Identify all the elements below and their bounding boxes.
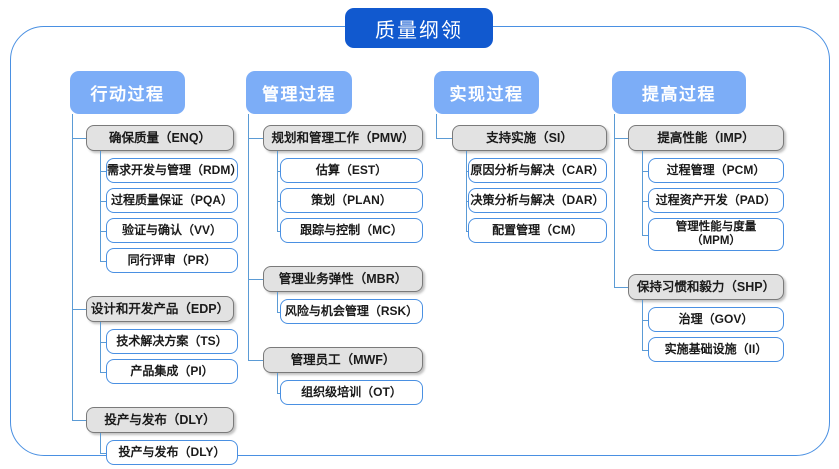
group-box-支持实施-SI-: 支持实施（SI） bbox=[452, 125, 607, 151]
connector-group-to-leaf bbox=[100, 341, 106, 343]
connector-group-to-leaf bbox=[277, 200, 280, 202]
connector-group-to-leaf bbox=[642, 234, 648, 236]
leaf-box-1: 过程质量保证（PQA） bbox=[106, 188, 238, 213]
leaf-box-0: 原因分析与解决（CAR） bbox=[468, 158, 607, 183]
connector-group-vertical bbox=[277, 151, 278, 231]
leaf-box-1: 产品集成（PI） bbox=[106, 359, 238, 384]
leaf-box-2: 管理性能与度量（MPM） bbox=[648, 218, 784, 251]
connector-group-vertical bbox=[100, 433, 101, 453]
connector-group-to-leaf bbox=[642, 170, 648, 172]
connector-group-to-leaf bbox=[277, 311, 280, 313]
connector-group-to-leaf bbox=[100, 371, 106, 373]
leaf-box-2: 跟踪与控制（MC） bbox=[280, 218, 423, 243]
connector-group-to-leaf bbox=[100, 230, 106, 232]
connector-trunk-to-group bbox=[614, 287, 628, 288]
connector-group-vertical bbox=[642, 151, 643, 235]
connector-trunk-to-group bbox=[248, 279, 263, 280]
connector-group-vertical bbox=[642, 300, 643, 350]
connector-trunk-to-group bbox=[72, 309, 86, 310]
connector-group-vertical bbox=[100, 322, 101, 372]
connector-column-trunk bbox=[248, 114, 249, 360]
column-header-3: 实现过程 bbox=[434, 71, 539, 114]
connector-group-to-leaf bbox=[466, 230, 468, 232]
connector-group-to-leaf bbox=[100, 170, 106, 172]
leaf-box-0: 治理（GOV） bbox=[648, 307, 784, 332]
group-box-提高性能-IMP-: 提高性能（IMP） bbox=[628, 125, 784, 151]
connector-trunk-to-group bbox=[72, 138, 86, 139]
leaf-box-1: 过程资产开发（PAD） bbox=[648, 188, 784, 213]
connector-group-to-leaf bbox=[277, 170, 280, 172]
leaf-box-0: 技术解决方案（TS） bbox=[106, 329, 238, 354]
connector-trunk-to-group bbox=[248, 360, 263, 361]
connector-group-vertical bbox=[277, 292, 278, 312]
connector-group-vertical bbox=[277, 373, 278, 393]
leaf-box-0: 风险与机会管理（RSK） bbox=[280, 299, 423, 324]
connector-trunk-to-group bbox=[72, 420, 86, 421]
connector-group-to-leaf bbox=[642, 319, 648, 321]
connector-group-to-leaf bbox=[277, 392, 280, 394]
connector-column-trunk bbox=[614, 114, 615, 287]
group-box-规划和管理工作-PMW-: 规划和管理工作（PMW） bbox=[263, 125, 423, 151]
root-node-quality-program: 质量纲领 bbox=[345, 8, 493, 48]
group-box-保持习惯和毅力-SHP-: 保持习惯和毅力（SHP） bbox=[628, 274, 784, 300]
connector-column-trunk bbox=[72, 114, 73, 420]
leaf-box-1: 决策分析与解决（DAR） bbox=[468, 188, 607, 213]
group-box-投产与发布-DLY-: 投产与发布（DLY） bbox=[86, 407, 234, 433]
leaf-box-3: 同行评审（PR） bbox=[106, 248, 238, 273]
connector-column-trunk bbox=[436, 114, 437, 138]
connector-group-to-leaf bbox=[100, 260, 106, 262]
leaf-box-0: 估算（EST） bbox=[280, 158, 423, 183]
connector-group-vertical bbox=[466, 151, 467, 231]
leaf-box-0: 投产与发布（DLY） bbox=[106, 440, 238, 465]
leaf-box-0: 过程管理（PCM） bbox=[648, 158, 784, 183]
leaf-box-0: 需求开发与管理（RDM） bbox=[106, 158, 242, 183]
group-box-确保质量-ENQ-: 确保质量（ENQ） bbox=[86, 125, 234, 151]
connector-trunk-to-group bbox=[248, 138, 263, 139]
connector-trunk-to-group bbox=[436, 138, 452, 139]
group-box-管理业务弹性-MBR-: 管理业务弹性（MBR） bbox=[263, 266, 423, 292]
connector-group-to-leaf bbox=[466, 170, 468, 172]
column-header-2: 管理过程 bbox=[246, 71, 352, 114]
connector-group-to-leaf bbox=[100, 452, 106, 454]
column-header-1: 行动过程 bbox=[70, 71, 185, 114]
leaf-box-2: 配置管理（CM） bbox=[468, 218, 607, 243]
leaf-box-2: 验证与确认（VV） bbox=[106, 218, 238, 243]
leaf-box-1: 策划（PLAN） bbox=[280, 188, 423, 213]
connector-group-to-leaf bbox=[100, 200, 106, 202]
leaf-box-1: 实施基础设施（II） bbox=[648, 337, 784, 362]
leaf-box-0: 组织级培训（OT） bbox=[280, 380, 423, 405]
column-header-4: 提高过程 bbox=[612, 71, 746, 114]
connector-group-to-leaf bbox=[277, 230, 280, 232]
connector-group-to-leaf bbox=[466, 200, 468, 202]
group-box-设计和开发产品-EDP-: 设计和开发产品（EDP） bbox=[86, 296, 234, 322]
connector-group-to-leaf bbox=[642, 200, 648, 202]
connector-trunk-to-group bbox=[614, 138, 628, 139]
group-box-管理员工-MWF-: 管理员工（MWF） bbox=[263, 347, 423, 373]
connector-group-to-leaf bbox=[642, 349, 648, 351]
connector-group-vertical bbox=[100, 151, 101, 261]
